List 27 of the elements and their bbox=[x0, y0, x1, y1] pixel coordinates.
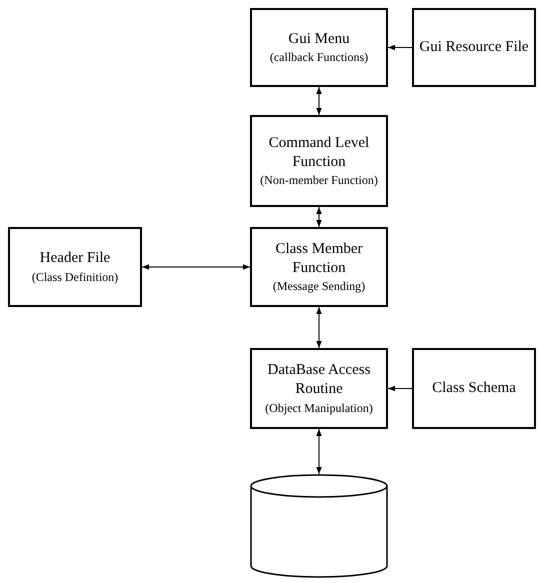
process-box bbox=[250, 348, 388, 429]
arrow bbox=[316, 206, 322, 228]
arrow bbox=[142, 264, 250, 270]
node-title: Header File bbox=[40, 249, 110, 268]
node-title: Class Member Function bbox=[274, 240, 364, 278]
process-box bbox=[412, 348, 536, 429]
database-cylinder bbox=[250, 474, 388, 578]
node-subtitle: (Non-member Function) bbox=[260, 173, 378, 188]
node-subtitle: (Class Definition) bbox=[32, 270, 118, 285]
arrow bbox=[316, 428, 322, 474]
node-subtitle: (Object Manipulation) bbox=[265, 400, 373, 416]
node-title: Class Schema bbox=[432, 379, 516, 398]
node-title: Gui Resource File bbox=[419, 38, 529, 57]
arrow bbox=[388, 386, 412, 392]
node-subtitle: (callback Functions) bbox=[270, 50, 368, 66]
process-box bbox=[250, 227, 388, 307]
process-box bbox=[250, 115, 388, 207]
arrow bbox=[316, 86, 322, 116]
node-title: Command Level Function bbox=[268, 134, 370, 172]
arrow bbox=[316, 306, 322, 348]
process-box bbox=[412, 8, 536, 87]
node-title: DataBase Access Routine bbox=[266, 361, 372, 399]
node-title: Gui Menu bbox=[288, 30, 350, 48]
arrow bbox=[388, 44, 412, 50]
node-subtitle: (Message Sending) bbox=[272, 279, 366, 294]
process-box bbox=[250, 8, 388, 87]
process-box bbox=[8, 227, 142, 307]
